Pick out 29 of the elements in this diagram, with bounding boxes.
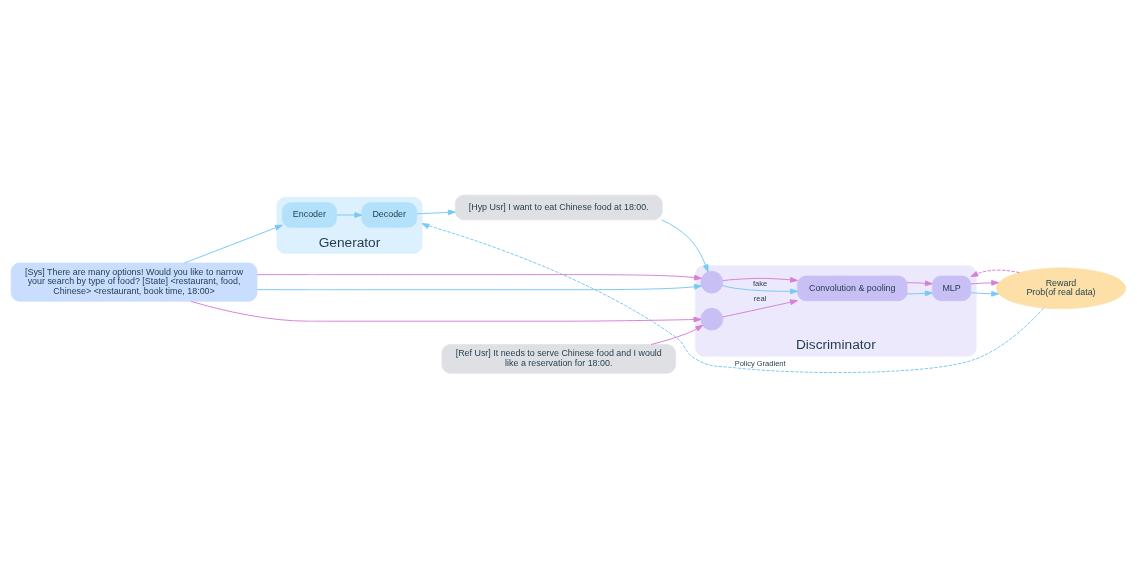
node-box: Encoder <box>282 202 337 228</box>
arrow <box>650 324 704 345</box>
edge-label: fake <box>753 279 768 289</box>
node-box: Convolution & pooling <box>797 275 908 301</box>
arrow <box>970 290 1000 297</box>
arrow <box>722 276 798 283</box>
node-circle <box>700 307 724 331</box>
arrow <box>970 269 1020 277</box>
arrow <box>722 299 798 318</box>
node-ellipse: Reward Prob(of real data) <box>995 267 1127 310</box>
edge-label: real <box>753 294 767 304</box>
arrow <box>256 283 702 291</box>
arrow <box>336 212 363 218</box>
arrow <box>416 209 456 216</box>
arrow <box>906 280 933 287</box>
node-box: MLP <box>932 275 972 301</box>
arrow <box>184 224 283 264</box>
edge-label: Policy Gradient <box>734 358 786 368</box>
node-box: [Sys] There are many options! Would you like to narrow your search by type of food? [State] <restaurant, food, Chinese> <restaurant, book time, 18:00> <box>10 262 258 302</box>
arrow <box>906 290 933 297</box>
arrow <box>256 274 702 281</box>
node-box: Decoder <box>361 202 417 228</box>
arrow <box>661 219 709 273</box>
arrow <box>970 280 1000 286</box>
node-circle <box>700 270 724 294</box>
node-box: [Ref Usr] It needs to serve Chinese food and I would like a reservation for 18:00. <box>441 344 676 374</box>
arrow <box>721 284 798 295</box>
node-box: [Hyp Usr] I want to eat Chinese food at 18:00. <box>454 194 663 221</box>
arrow <box>190 300 702 323</box>
